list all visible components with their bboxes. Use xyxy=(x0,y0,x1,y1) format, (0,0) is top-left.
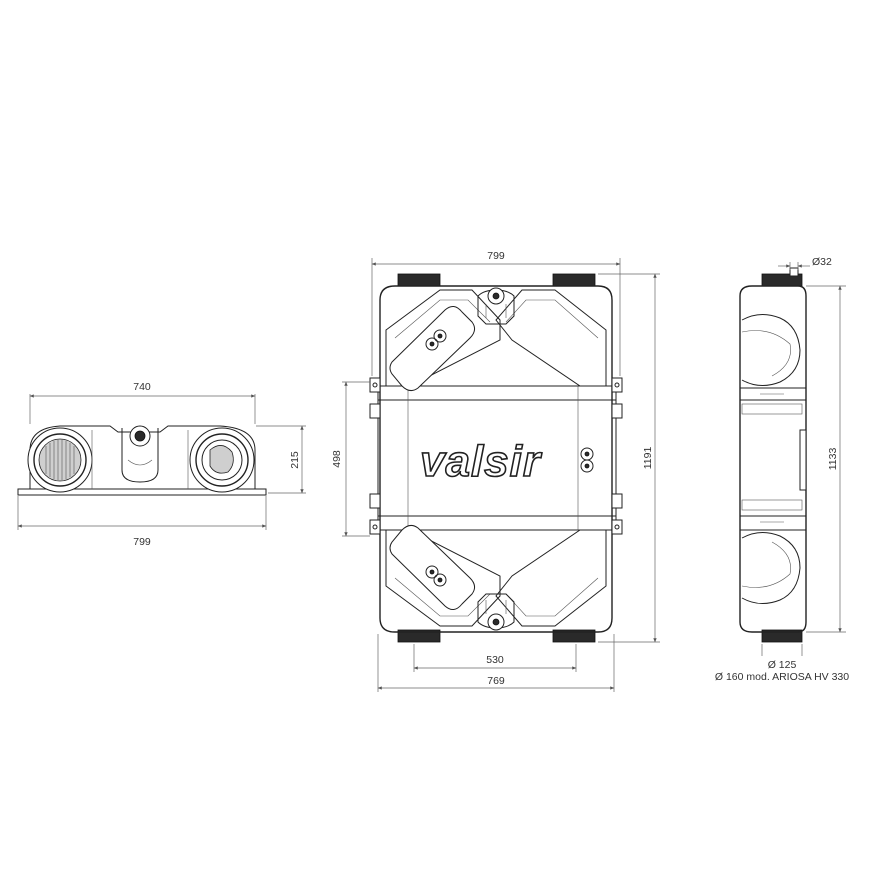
dim-side-height: 1133 xyxy=(827,448,839,471)
duct-stub-top-left xyxy=(397,273,441,287)
dim-side-duct-diameter: Ø 125 xyxy=(768,659,797,671)
center-outlet-icon xyxy=(91,425,189,489)
dim-side-drain: Ø32 xyxy=(812,256,832,268)
side-upper-bulge xyxy=(741,314,801,386)
front-casing xyxy=(379,285,613,633)
mounting-tabs xyxy=(369,377,623,535)
upper-right-panel xyxy=(495,289,607,387)
upper-filter-cover xyxy=(389,306,476,392)
upper-center-outlet-icon xyxy=(477,287,515,325)
dim-top-view-height: 215 xyxy=(289,451,301,469)
side-casing xyxy=(739,285,807,633)
dim-front-mount-spacing: 498 xyxy=(331,450,343,468)
dim-front-casing-width: 769 xyxy=(487,675,505,687)
lower-filter-cover xyxy=(389,524,476,610)
upper-left-panel xyxy=(385,289,501,387)
lower-left-panel xyxy=(385,529,501,627)
dim-front-width: 799 xyxy=(487,250,505,262)
side-lower-bulge xyxy=(741,532,801,604)
side-stub-bottom xyxy=(761,629,803,643)
top-view-body xyxy=(29,425,256,490)
side-view: Ø32 1133 Ø 125 Ø 160 mod. ARIOSA HV 330 xyxy=(715,256,849,683)
front-view: valsir 799 498 1191 530 769 xyxy=(331,250,660,692)
center-band xyxy=(377,385,617,531)
lower-right-panel xyxy=(495,529,607,627)
dim-front-height: 1191 xyxy=(642,447,654,470)
brand-logo: valsir xyxy=(420,437,543,486)
duct-stub-bottom-left xyxy=(397,629,441,643)
dim-top-view-base: 799 xyxy=(133,536,151,548)
right-duct-icon xyxy=(189,427,255,493)
duct-stub-top-right xyxy=(552,273,596,287)
dim-front-duct-spacing: 530 xyxy=(486,654,504,666)
dim-top-view-width: 740 xyxy=(133,381,151,393)
left-duct-icon xyxy=(27,427,93,493)
top-view: 740 215 799 xyxy=(17,381,306,548)
duct-stub-bottom-right xyxy=(552,629,596,643)
lower-center-outlet-icon xyxy=(477,593,515,631)
logo-side-knob-icon xyxy=(580,447,594,473)
dim-side-duct-note: Ø 160 mod. ARIOSA HV 330 xyxy=(715,671,849,683)
